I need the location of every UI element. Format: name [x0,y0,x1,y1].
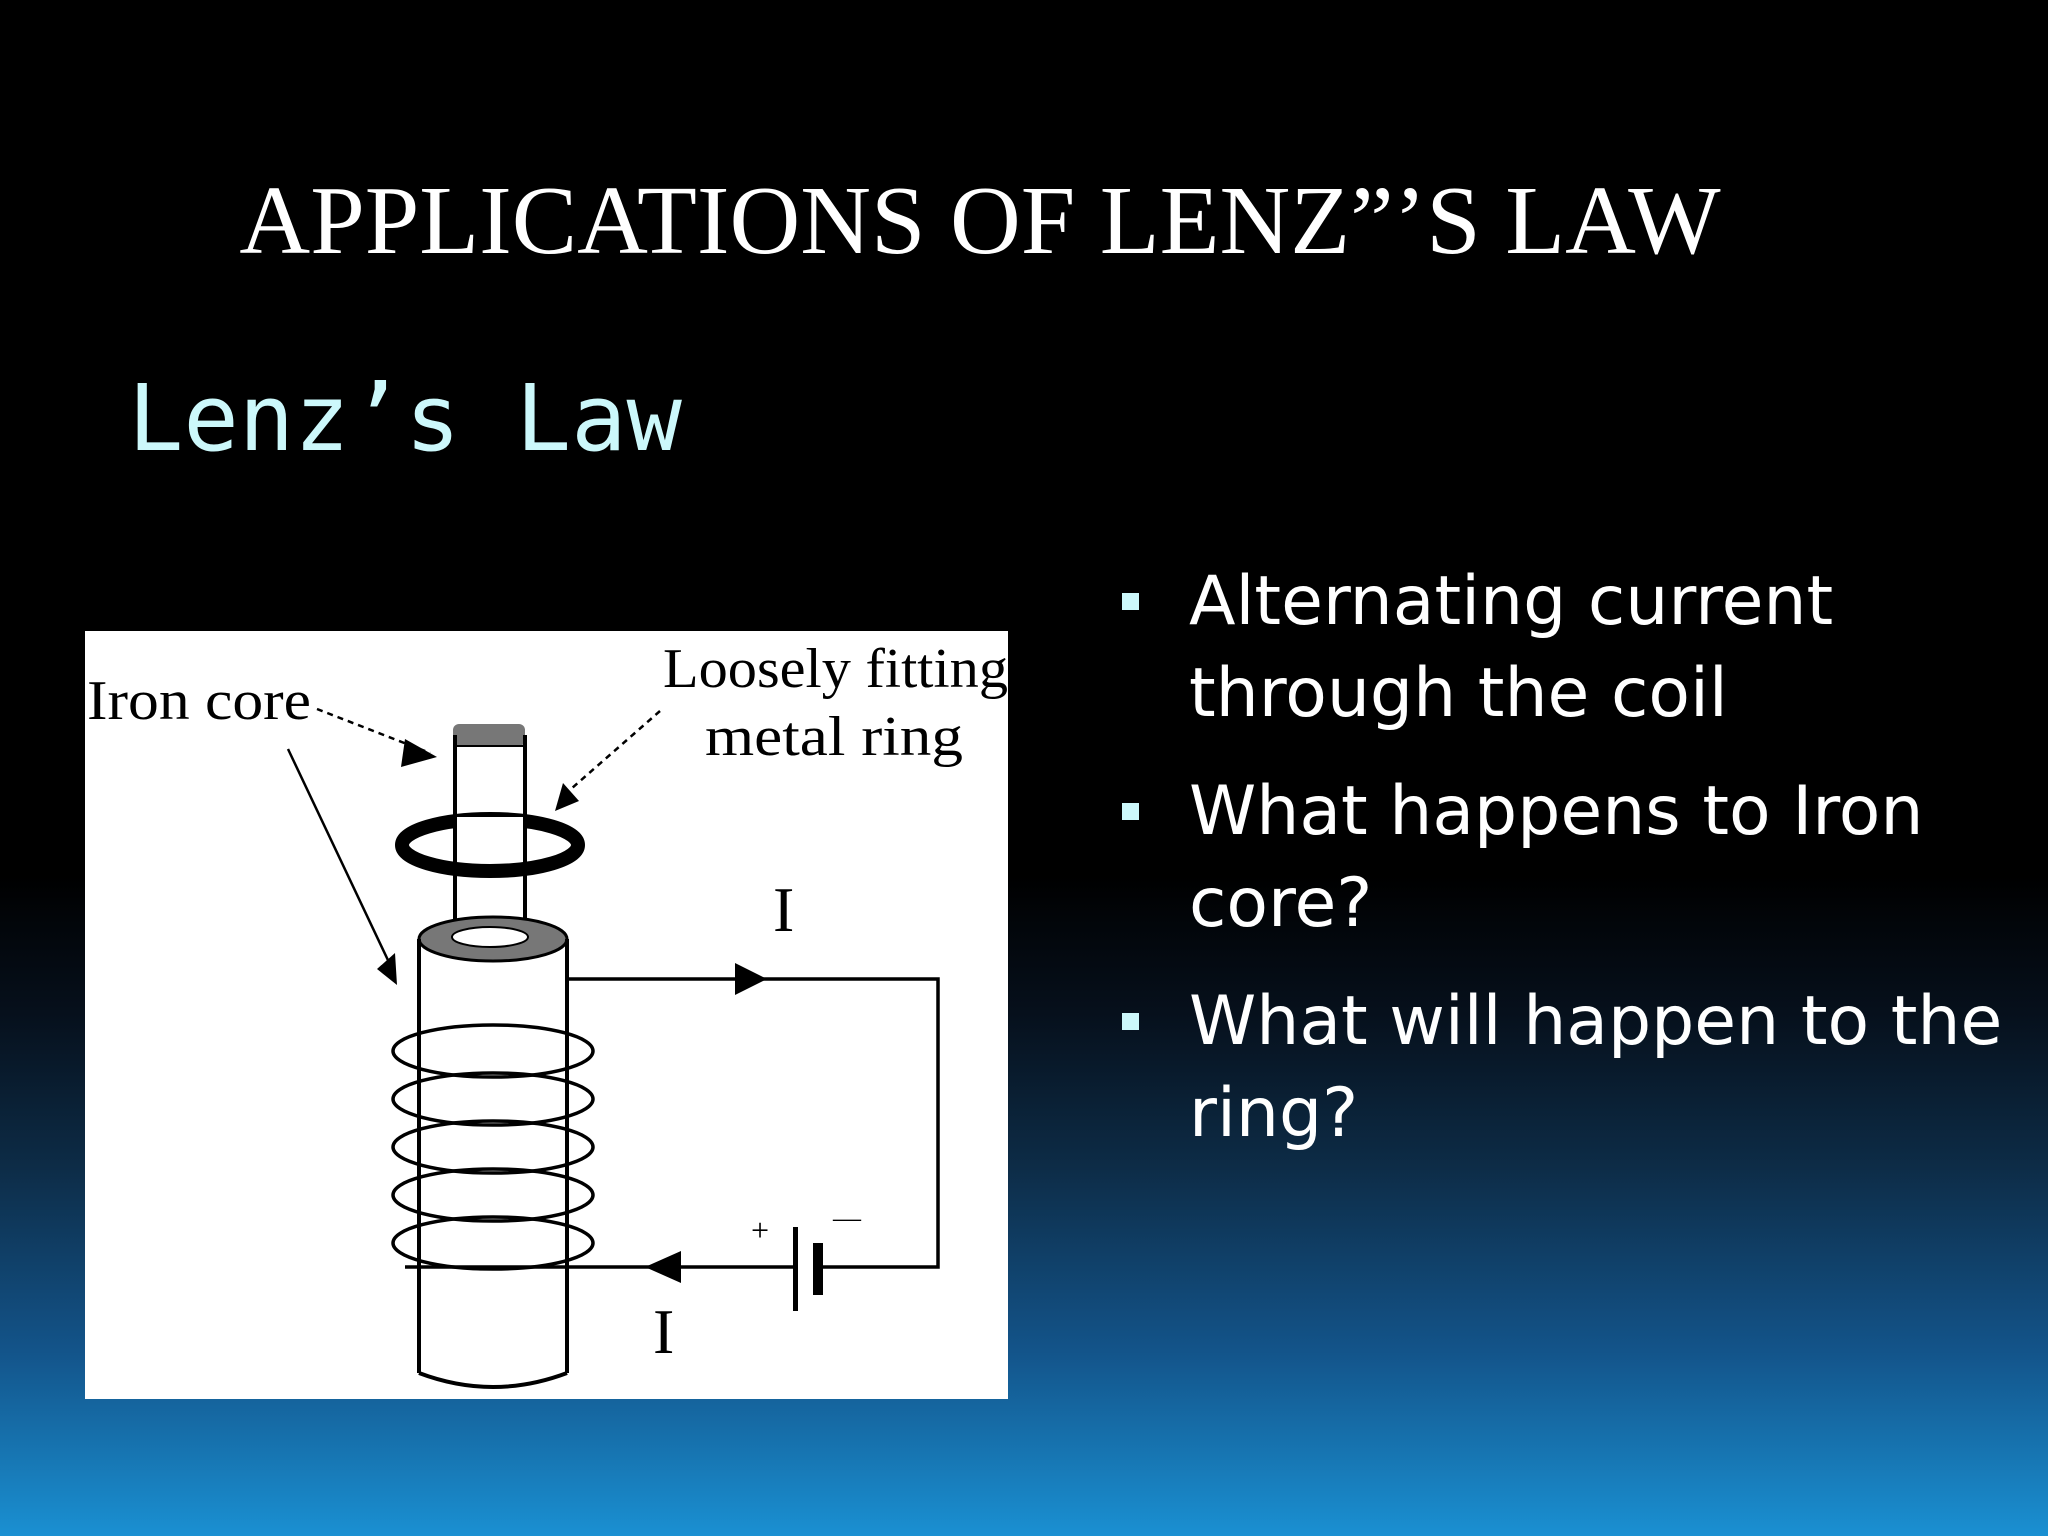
bullet-text: What happens to Iron core? [1189,772,1924,943]
battery: + — [751,1203,862,1311]
coil-windings [391,1023,595,1271]
current-arrow-top [735,963,767,995]
label-ring-line2: metal ring [705,706,963,768]
diagram-svg: Iron core Loosely fitting metal ring [87,638,1008,1389]
bullet-text: What will happen to the ring? [1189,982,2003,1153]
square-bullet-icon [1122,803,1139,820]
iron-core [453,724,527,947]
bullet-list: Alternating current through the coil Wha… [1110,556,2010,1186]
slide-subtitle: Lenz’s Law [128,365,682,472]
current-arrow-bottom [645,1251,681,1283]
slide-title: APPLICATIONS OF LENZ”’S LAW [239,167,1721,275]
label-pointer-arrows [286,707,661,985]
bullet-item: Alternating current through the coil [1110,556,2010,740]
lenz-law-diagram: Iron core Loosely fitting metal ring [85,631,1008,1399]
bullet-text: Alternating current through the coil [1189,562,1834,733]
label-current-bottom: I [653,1296,674,1367]
metal-ring [395,811,585,878]
label-battery-plus: + [751,1212,769,1248]
label-current-top: I [773,874,794,945]
bullet-item: What will happen to the ring? [1110,976,2010,1160]
label-battery-minus: — [832,1203,862,1234]
bullet-item: What happens to Iron core? [1110,766,2010,950]
square-bullet-icon [1122,1013,1139,1030]
square-bullet-icon [1122,593,1139,610]
label-iron-core: Iron core [87,670,311,732]
coil-cylinder [417,915,569,1389]
label-ring-line1: Loosely fitting [663,638,1008,700]
